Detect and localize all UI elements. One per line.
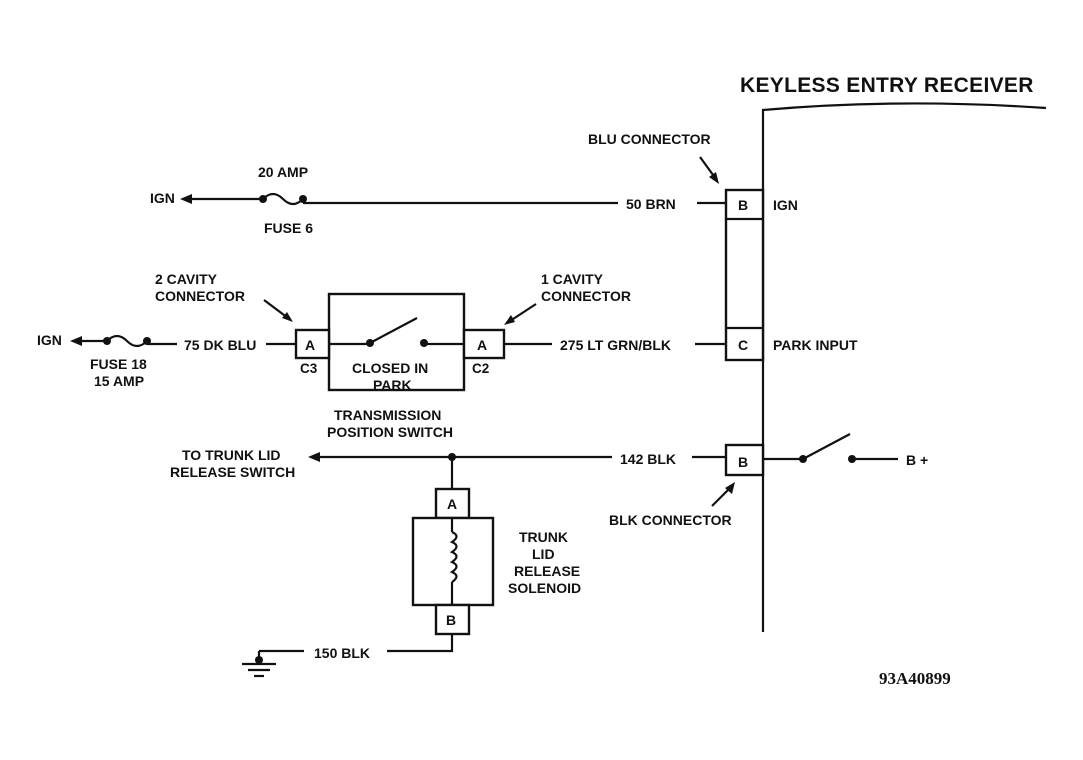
pin-ign-label: IGN	[773, 197, 798, 213]
trunk-wire-label: 142 BLK	[620, 451, 676, 467]
blk-connector-label: BLK CONNECTOR	[609, 512, 732, 528]
switch-right-pin: A	[477, 337, 487, 353]
fuse6-name: FUSE 6	[264, 220, 313, 236]
cavity2-label-line2: CONNECTOR	[155, 288, 245, 304]
battery-switch-blade	[802, 433, 851, 460]
pin-park-label: PARK INPUT	[773, 337, 858, 353]
cavity2-leader	[263, 299, 289, 319]
battery-label: B +	[906, 452, 928, 468]
trunk-release-circuit: TO TRUNK LID RELEASE SWITCH 142 BLK A B …	[170, 447, 726, 678]
solenoid-label-line1: TRUNK	[519, 529, 568, 545]
fuse6-rating: 20 AMP	[258, 164, 308, 180]
cavity1-arrow	[504, 315, 515, 325]
receiver-title: KEYLESS ENTRY RECEIVER	[740, 74, 1034, 97]
blk-connector: B B + BLK CONNECTOR	[609, 433, 928, 528]
solenoid-label-line2: LID	[532, 546, 555, 562]
trunk-arrow-icon	[308, 452, 320, 462]
fuse6-terminal-right	[299, 195, 307, 203]
blu-connector-label: BLU CONNECTOR	[588, 131, 711, 147]
transmission-position-switch: 2 CAVITY CONNECTOR 1 CAVITY CONNECTOR A …	[155, 271, 726, 440]
solenoid-label-line3: RELEASE	[514, 563, 580, 579]
switch-left-pin: A	[305, 337, 315, 353]
cavity1-label-line2: CONNECTOR	[541, 288, 631, 304]
switch-pin-c3	[294, 328, 331, 360]
ground-wire-right	[387, 634, 454, 653]
pin-park-letter: C	[738, 337, 748, 353]
fuse18-name: FUSE 18	[90, 356, 147, 372]
cavity1-leader	[509, 303, 537, 322]
switch-housing	[327, 292, 466, 392]
cavity2-arrow	[282, 312, 293, 322]
switch-blade	[369, 317, 418, 344]
switch-state-line2: PARK	[373, 377, 412, 393]
fuse18-rating: 15 AMP	[94, 373, 144, 389]
trunk-dest-line1: TO TRUNK LID	[182, 447, 281, 463]
coil-icon	[449, 530, 458, 583]
solenoid-pin-a	[434, 487, 471, 520]
switch-left-connector: C3	[300, 361, 318, 376]
fuse18-wire-label: 75 DK BLU	[184, 337, 256, 353]
pin-blk-letter: B	[738, 454, 748, 470]
switch-state-line1: CLOSED IN	[352, 360, 428, 376]
figure-code: 93A40899	[879, 669, 951, 688]
blk-connector-body	[724, 443, 765, 477]
solenoid-label-line4: SOLENOID	[508, 580, 581, 596]
blu-connector: BLU CONNECTOR B C IGN PARK INPUT	[588, 131, 858, 362]
blu-connector-body	[724, 188, 765, 362]
switch-output-wire-label: 275 LT GRN/BLK	[560, 337, 671, 353]
cavity2-label-line1: 2 CAVITY	[155, 271, 218, 287]
trunk-dest-line2: RELEASE SWITCH	[170, 464, 295, 480]
keyless-entry-receiver: KEYLESS ENTRY RECEIVER	[740, 74, 1047, 632]
switch-name-line1: TRANSMISSION	[334, 407, 441, 423]
ign-arrow-icon	[180, 194, 192, 204]
solenoid-pin-a-label: A	[447, 496, 457, 512]
fuse6-ign-source: IGN	[150, 190, 175, 206]
fuse18-icon	[106, 334, 148, 348]
solenoid-pin-b-label: B	[446, 612, 456, 628]
pin-ign-letter: B	[738, 197, 748, 213]
blu-connector-arrow	[709, 172, 719, 184]
blk-connector-arrow	[725, 482, 735, 494]
fuse6-wire-label: 50 BRN	[626, 196, 676, 212]
ign-arrow-icon	[70, 336, 82, 346]
receiver-outline	[761, 102, 1047, 632]
fuse6-circuit: IGN 20 AMP FUSE 6 50 BRN	[150, 164, 726, 236]
switch-right-connector: C2	[472, 361, 489, 376]
fuse18-ign-source: IGN	[37, 332, 62, 348]
fuse18-circuit: IGN FUSE 18 15 AMP 75 DK BLU	[37, 332, 296, 389]
cavity1-label-line1: 1 CAVITY	[541, 271, 604, 287]
ground-wire-label: 150 BLK	[314, 645, 370, 661]
switch-name-line2: POSITION SWITCH	[327, 424, 453, 440]
fuse6-icon	[262, 192, 304, 206]
